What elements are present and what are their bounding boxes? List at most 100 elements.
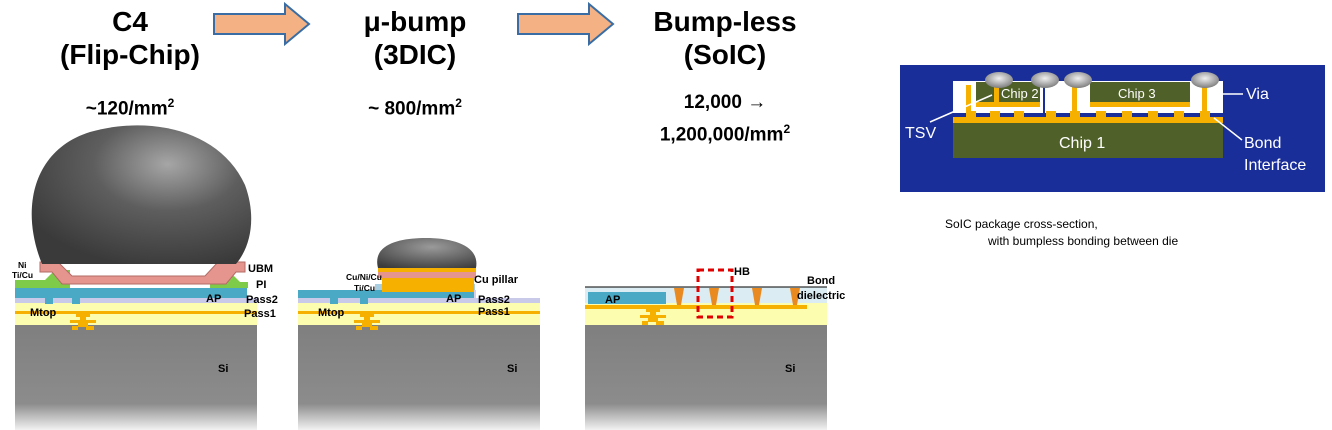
ubump-label-ticu: Ti/Cu: [354, 283, 375, 293]
bond-pad: [1174, 111, 1184, 118]
soic-title: Bump-less (SoIC): [620, 5, 830, 71]
package-label-chip3: Chip 3: [1118, 86, 1156, 101]
ubump-label-cu-pillar: Cu pillar: [474, 274, 519, 286]
via-cap: [1064, 72, 1092, 88]
soic-density-line1: 12,000 →: [683, 92, 767, 113]
soic-hb-via: [752, 288, 762, 305]
soic-silicon: [585, 325, 827, 430]
c4-density: ~120/mm2: [40, 90, 220, 122]
ubump-via: [360, 298, 368, 304]
bond-pad: [966, 111, 976, 118]
soic-ap-pad: [588, 292, 666, 304]
package-caption-line2: with bumpless bonding between die: [988, 234, 1179, 248]
c4-silicon: [15, 325, 257, 430]
ubump-silicon: [298, 325, 540, 430]
bond-pad: [1122, 111, 1132, 118]
c4-cross-section: Ni Ti/Cu UBM PI AP Pass2 Pass1 Mtop Si: [12, 125, 278, 430]
bond-pad: [1148, 111, 1158, 118]
soic-metal-line: [585, 305, 807, 309]
c4-via: [45, 298, 53, 304]
chip2-metal: [976, 102, 1040, 107]
package-label-via: Via: [1246, 86, 1269, 103]
bond-pad: [1014, 111, 1024, 118]
ubump-label-mtop: Mtop: [318, 307, 345, 319]
package-caption-line1: SoIC package cross-section,: [945, 217, 1098, 231]
soic-label-ap: AP: [605, 294, 620, 306]
soic-cross-section: HB Bond dielectric AP Si: [585, 266, 845, 430]
chip3-metal: [1090, 102, 1190, 107]
ubump-ni-layer: [378, 272, 476, 278]
ubump-label-cunicu: Cu/Ni/Cu: [346, 272, 382, 282]
c4-label-pi: PI: [256, 279, 266, 291]
bond-leader-line: [1213, 117, 1243, 141]
ubump-via: [330, 298, 338, 304]
arrow-right-icon: [213, 1, 311, 47]
package-label-chip2: Chip 2: [1001, 86, 1039, 101]
ubump-density-sup: 2: [455, 96, 462, 110]
c4-via: [72, 298, 80, 304]
ubump-cross-section: Cu/Ni/Cu Ti/Cu Cu pillar AP Pass2 Pass1 …: [298, 238, 540, 430]
tsv-pillar: [994, 85, 999, 107]
tsv-pillar: [1202, 85, 1207, 111]
ubump-ap-pad: [298, 290, 474, 298]
tsv-leader-line: [929, 94, 993, 123]
bond-pad: [1070, 111, 1080, 118]
c4-label-mtop: Mtop: [30, 307, 57, 319]
bond-pad: [1200, 111, 1210, 118]
soic-label-bond: Bond: [807, 275, 835, 287]
c4-title-line1: C4: [112, 6, 148, 37]
soic-label-hb: HB: [734, 266, 750, 278]
ubump-density: ~ 800/mm2: [325, 90, 505, 122]
c4-title: C4 (Flip-Chip): [40, 5, 220, 71]
arrow-right-icon: [517, 1, 615, 47]
package-label-chip1: Chip 1: [1059, 135, 1105, 152]
ubump-title: μ-bump (3DIC): [325, 5, 505, 71]
c4-label-ap: AP: [206, 293, 221, 305]
soic-hb-via: [674, 288, 684, 305]
bond-pad: [1046, 111, 1056, 118]
ubump-metal-stack: [354, 314, 380, 330]
ubump-label-pass2: Pass2: [478, 294, 510, 306]
soic-density-sup: 2: [783, 122, 791, 136]
bond-pad: [990, 111, 1000, 118]
ubump-solder-cap: [377, 238, 477, 268]
soic-title-line1: Bump-less: [653, 6, 797, 37]
package-label-tsv: TSV: [905, 125, 936, 142]
soic-title-line2: (SoIC): [683, 39, 767, 70]
c4-solder-ball: [31, 125, 252, 264]
ubump-cu-pillar: [382, 278, 474, 292]
c4-pass-layer: [15, 298, 257, 303]
soic-label-si: Si: [785, 363, 795, 375]
c4-label-ubm: UBM: [248, 263, 273, 275]
ubump-title-line1: μ-bump: [363, 6, 467, 37]
c4-label-si: Si: [218, 363, 228, 375]
ubump-density-value: ~ 800/mm: [368, 98, 456, 120]
soic-label-dielectric: dielectric: [797, 290, 845, 302]
ubump-label-si: Si: [507, 363, 517, 375]
via-cap: [1191, 72, 1219, 88]
c4-ap-pad: [15, 288, 247, 298]
c4-label-pass2: Pass2: [246, 294, 278, 306]
soic-density-line2: 1,200,000/mm: [659, 124, 784, 146]
chip3-block: [1090, 82, 1190, 102]
via-cap: [1031, 72, 1059, 88]
tsv-pillar: [1072, 85, 1077, 111]
soic-density-line2-wrap: 1,200,000/mm2: [610, 116, 840, 148]
soic-metal-stack: [640, 309, 666, 325]
c4-label-pass1: Pass1: [244, 308, 276, 320]
bond-interface-layer: [953, 117, 1223, 123]
package-label-interface: Interface: [1244, 157, 1306, 174]
tsv-pillar: [966, 85, 971, 111]
ubump-mtop-line: [298, 311, 540, 314]
soic-density: 12,000 → 1,200,000/mm2: [610, 90, 840, 148]
c4-ubm: [39, 261, 246, 285]
ubump-cu-top: [378, 268, 476, 272]
c4-label-ticu: Ti/Cu: [12, 270, 33, 280]
bond-pad: [1096, 111, 1106, 118]
ubump-label-ap: AP: [446, 293, 461, 305]
c4-density-value: ~120/mm: [85, 98, 168, 120]
c4-label-ni: Ni: [18, 260, 27, 270]
ubump-label-pass1: Pass1: [478, 306, 510, 318]
c4-mtop-line: [15, 311, 257, 314]
